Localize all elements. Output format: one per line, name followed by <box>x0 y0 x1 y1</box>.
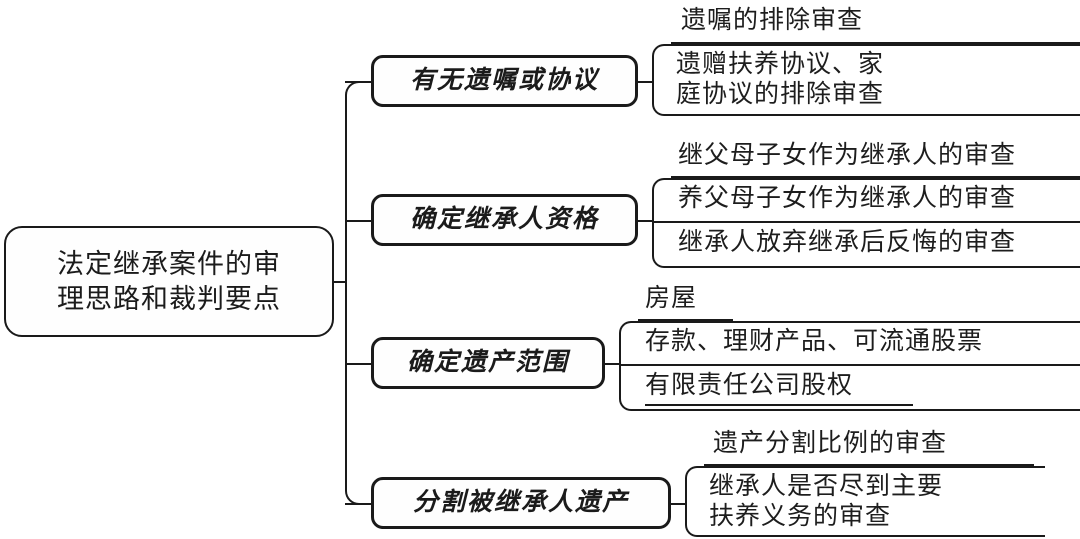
branch-1-leaf-connector <box>638 81 652 83</box>
branch-node-4[interactable]: 分割被继承人遗产 <box>371 477 671 529</box>
branch-2-leaf-connector <box>638 220 652 222</box>
trunk-root-connector <box>334 281 347 283</box>
branch-label-4: 分割被继承人遗产 <box>412 489 629 516</box>
branch-1-leaf-2-line2: 庭协议的排除审查 <box>676 80 885 108</box>
branch-3-leaf-connector <box>605 363 619 365</box>
branch-1-leaf-1-label[interactable]: 遗嘱的排除审查 <box>681 7 864 34</box>
branch-4-leaf-1-rule <box>704 464 1034 466</box>
root-node-line2: 理思路和裁判要点 <box>57 283 281 314</box>
branch-1-leaf-2-line1: 遗赠扶养协议、家 <box>676 51 885 78</box>
branch-2-leaf-group <box>652 178 1080 268</box>
branch-2-leaf-divider <box>654 221 1080 223</box>
branch-node-1[interactable]: 有无遗嘱或协议 <box>371 55 638 107</box>
branch-2-leaf-1-label[interactable]: 继父母子女作为继承人的审查 <box>678 142 1017 169</box>
branch-3-leaf-3-label[interactable]: 有限责任公司股权 <box>645 372 854 399</box>
root-node-line1: 法定继承案件的审 <box>57 248 281 279</box>
branch-3-leaf-1-rule <box>638 319 733 321</box>
branch-1-leaf-1-rule <box>671 42 1080 44</box>
trunk-stub-branch-1 <box>345 81 373 83</box>
trunk-stub-branch-2 <box>345 220 373 222</box>
branch-4-leaf-connector <box>671 503 685 505</box>
branch-node-3[interactable]: 确定遗产范围 <box>371 337 605 389</box>
root-node[interactable]: 法定继承案件的审 理思路和裁判要点 <box>4 226 334 337</box>
branch-3-leaf-group <box>619 321 1080 411</box>
branch-1-leaf-2-label[interactable]: 遗赠扶养协议、家 庭协议的排除审查 <box>676 50 946 109</box>
trunk-stub-branch-4 <box>345 503 373 505</box>
branch-2-leaf-3-label[interactable]: 继承人放弃继承后反悔的审查 <box>678 229 1017 256</box>
branch-4-leaf-2-line1: 继承人是否尽到主要 <box>709 473 944 500</box>
branch-4-leaf-1-label[interactable]: 遗产分割比例的审查 <box>713 430 948 457</box>
branch-3-leaf-divider <box>621 364 1080 366</box>
branch-4-leaf-2-line2: 扶养义务的审查 <box>709 502 892 530</box>
trunk-stub-branch-3 <box>345 363 373 365</box>
branch-2-leaf-2-label[interactable]: 养父母子女作为继承人的审查 <box>678 185 1017 212</box>
branch-label-2: 确定继承人资格 <box>409 206 599 233</box>
branch-4-leaf-2-label[interactable]: 继承人是否尽到主要 扶养义务的审查 <box>709 472 1019 531</box>
branch-2-leaf-1-rule <box>671 176 1080 178</box>
branch-3-leaf-3-rule <box>645 404 913 406</box>
branch-1-leaf-group <box>652 44 1080 116</box>
branch-3-leaf-2-label[interactable]: 存款、理财产品、可流通股票 <box>645 328 984 355</box>
trunk-spine <box>345 81 373 505</box>
branch-node-2[interactable]: 确定继承人资格 <box>371 194 638 246</box>
branch-4-leaf-group <box>685 466 1045 537</box>
branch-label-1: 有无遗嘱或协议 <box>409 67 599 94</box>
branch-label-3: 确定遗产范围 <box>406 349 569 376</box>
branch-3-leaf-1-label[interactable]: 房屋 <box>645 285 698 312</box>
